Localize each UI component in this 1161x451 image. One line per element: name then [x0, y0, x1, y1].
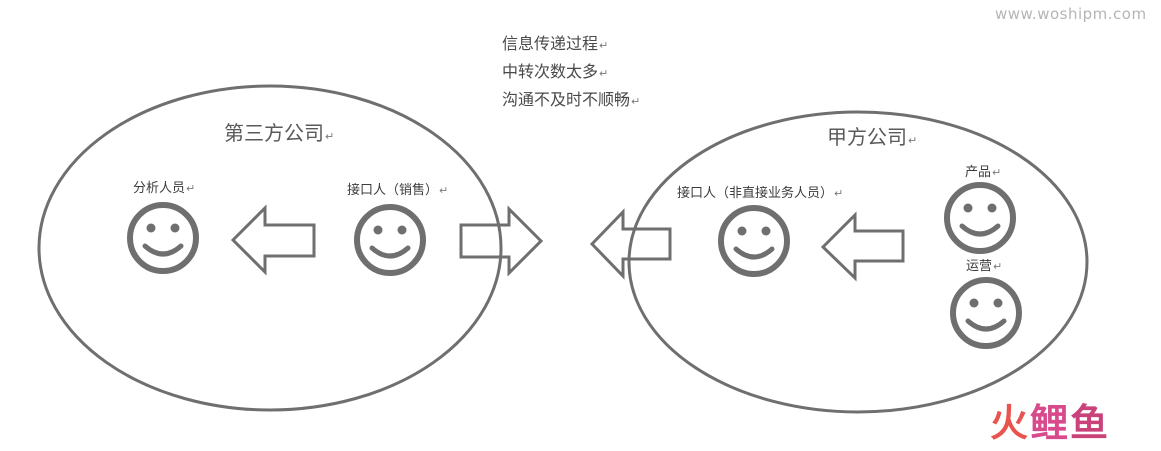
note-line: 信息传递过程↵ [502, 34, 609, 53]
analyst-label: 分析人员↵ [133, 181, 196, 196]
client-contact-label: 接口人（非直接业务人员）↵ [677, 186, 844, 201]
arrow-sales-to-analyst [230, 204, 316, 276]
third-party-company-title: 第三方公司↵ [224, 121, 335, 145]
client-company-title: 甲方公司↵ [827, 125, 918, 149]
client-contact-smiley-icon [718, 205, 790, 277]
process-notes: 信息传递过程↵ 中转次数太多↵ 沟通不及时不顺畅↵ [502, 31, 640, 115]
third-party-company-ellipse [37, 84, 503, 412]
product-label: 产品↵ [965, 165, 1002, 180]
arrow-left-company-outbound [459, 205, 544, 277]
sales-contact-label: 接口人（销售）↵ [347, 183, 449, 198]
client-company-ellipse [627, 110, 1089, 414]
note-line: 沟通不及时不顺畅↵ [502, 90, 641, 109]
watermark-url: www.woshipm.com [995, 5, 1147, 23]
sales-contact-smiley-icon [354, 204, 426, 276]
product-smiley-icon [944, 182, 1016, 254]
operations-smiley-icon [950, 277, 1022, 349]
arrow-staff-to-client-contact [820, 211, 905, 282]
arrow-client-contact-outbound [589, 208, 672, 280]
analyst-smiley-icon [127, 202, 199, 274]
brand-logo-text: 火鲤鱼 [990, 401, 1111, 445]
brand-logo: 火鲤鱼 [990, 398, 1110, 448]
note-line: 中转次数太多↵ [502, 62, 609, 81]
operations-label: 运营↵ [966, 259, 1003, 274]
